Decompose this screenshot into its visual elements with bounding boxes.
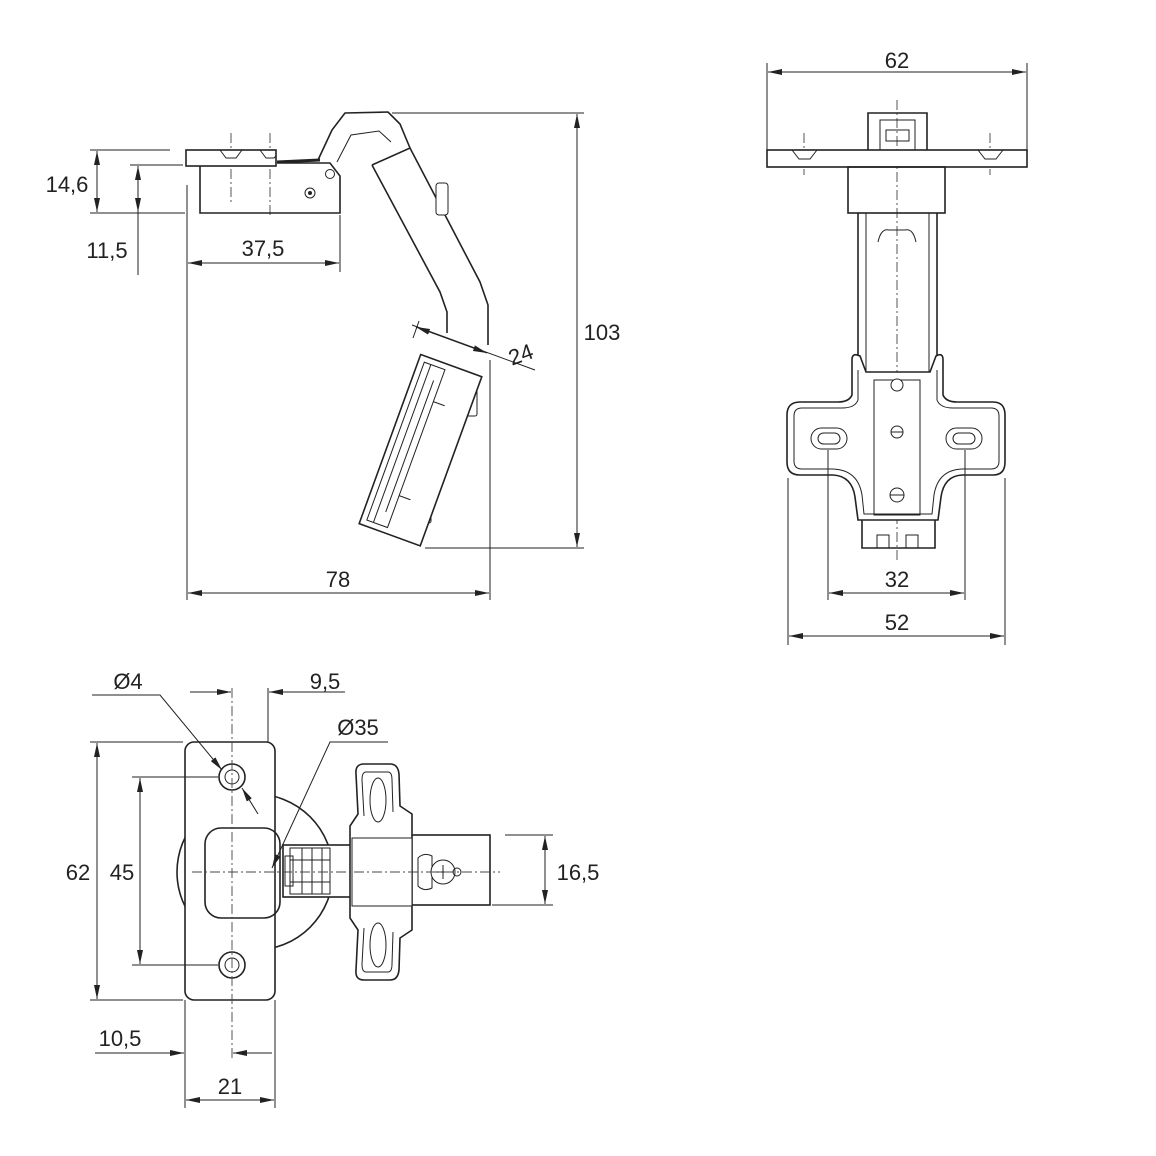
mounting-base <box>358 353 483 547</box>
arm-rib-tab <box>284 855 294 887</box>
dim-label-cup-height: 11,5 <box>86 238 127 263</box>
adjuster-slot <box>885 129 910 142</box>
arm-bump <box>435 182 449 216</box>
extension-line <box>412 320 420 339</box>
dim-label-cup-diameter: Ø35 <box>337 715 379 740</box>
dim-label-plate-width: 62 <box>885 48 909 73</box>
mounting-slot <box>369 922 387 968</box>
countersink <box>219 149 243 159</box>
dim-label-plate-width: 37,5 <box>242 236 285 261</box>
base-rail <box>366 361 446 529</box>
base-plate-inner <box>361 771 394 973</box>
dim-label-total-height: 103 <box>584 320 621 345</box>
leg-notch <box>876 534 890 548</box>
hinge-bar <box>276 158 321 164</box>
arm-rib-block <box>289 847 331 895</box>
arm-rib <box>290 859 330 883</box>
cup-block <box>847 166 946 214</box>
dim-label-hole-offset: 9,5 <box>310 669 341 694</box>
dim-label-hole-spacing: 45 <box>110 860 134 885</box>
arm-rib <box>301 848 323 894</box>
dim-label-plate-height: 14,6 <box>46 172 89 197</box>
leader-hole-diameter <box>92 694 223 771</box>
cup-pocket <box>204 827 281 919</box>
dim-label-total-width: 78 <box>326 567 350 592</box>
mounting-plate <box>184 741 276 1001</box>
top-view: 62 45 9,5 Ø4 Ø35 16,5 10,5 21 <box>66 669 600 1108</box>
screw <box>325 169 335 179</box>
base-plate-inner <box>793 370 1000 515</box>
front-view: 62 32 52 <box>766 48 1028 645</box>
dim-label-plate-width: 21 <box>218 1074 242 1099</box>
dim-label-hole-spacing: 32 <box>885 567 909 592</box>
dim-label-edge-offset: 10,5 <box>99 1026 142 1051</box>
countersink <box>977 149 1004 160</box>
screw <box>890 378 904 392</box>
arm-link-outline <box>317 111 411 161</box>
leader-hole-diameter <box>241 787 259 815</box>
base-rail-line <box>372 364 432 523</box>
arm-body-outer <box>371 146 489 345</box>
dim-label-hole-diameter: Ø4 <box>113 669 142 694</box>
leader-cup-diameter <box>271 741 388 869</box>
base-rail-line <box>385 380 435 513</box>
mounting-slot-right-inner <box>952 432 976 445</box>
side-view: 14,6 11,5 37,5 78 103 24 <box>46 111 621 600</box>
dim-label-base-width: 52 <box>885 610 909 635</box>
screw <box>304 187 316 199</box>
arm-hump <box>877 229 917 243</box>
countersink <box>791 149 818 160</box>
screw-head <box>417 853 433 891</box>
dimension-line-arm-width <box>415 326 488 354</box>
mounting-slot-left <box>810 427 848 450</box>
adjuster-inner <box>879 119 916 151</box>
mounting-slot <box>369 777 387 823</box>
mounting-slot-right <box>945 427 983 450</box>
adjuster-block <box>867 112 928 150</box>
cup-block-outline <box>199 162 341 214</box>
base-outline <box>358 353 483 547</box>
base-legs <box>861 520 936 549</box>
mounting-slot-left-inner <box>817 432 841 445</box>
dim-label-arm-width: 24 <box>505 339 537 371</box>
dim-label-plate-length: 62 <box>66 860 90 885</box>
arm-link-inner <box>336 130 392 163</box>
screw-center <box>308 191 312 195</box>
dim-label-arm-width: 16,5 <box>557 860 600 885</box>
countersink <box>259 149 277 159</box>
leg-notch <box>905 534 919 548</box>
base-rail-line <box>398 401 445 501</box>
arm-body-inner <box>371 164 448 333</box>
